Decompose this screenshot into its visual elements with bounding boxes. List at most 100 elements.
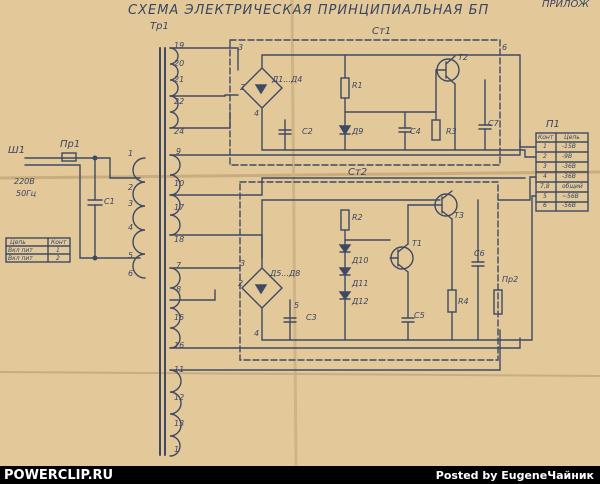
tap-label: 16 xyxy=(174,341,185,350)
tap-label: 9 xyxy=(176,147,182,156)
c4-label: С4 xyxy=(410,127,421,136)
input-table-cell: Вкл пит xyxy=(8,247,33,254)
output-cell: -36В xyxy=(562,163,576,170)
c2-label: С2 xyxy=(302,127,313,136)
schematic-title: СХЕМА ЭЛЕКТРИЧЕСКАЯ ПРИНЦИПИАЛЬНАЯ БП xyxy=(128,3,490,18)
winding-c xyxy=(169,267,181,349)
cap-c1-label: С1 xyxy=(104,197,115,206)
d9-label: Д9 xyxy=(352,127,364,136)
schematic-drawing xyxy=(0,0,600,466)
output-cell: 7,8 xyxy=(540,183,550,190)
input-table-header: Конт xyxy=(51,239,67,246)
output-cell: 5 xyxy=(543,193,547,200)
c5-label: С5 xyxy=(414,311,425,320)
tap-label: 20 xyxy=(174,59,185,68)
fuse-pr1 xyxy=(61,152,77,162)
output-cell: -56В xyxy=(562,202,576,209)
output-cell: 4 xyxy=(543,173,547,180)
pr2-label: Пр2 xyxy=(502,275,519,284)
c7-label: С7 xyxy=(488,119,499,128)
tap-label: 1 xyxy=(128,149,134,158)
paper-fold xyxy=(0,170,600,180)
input-table-cell: Вкл пит xyxy=(8,255,33,262)
output-header: Цепь xyxy=(564,134,580,141)
watermark-bar: POWERCLIP.RU Posted by EugeneЧайник xyxy=(0,466,600,484)
output-cell: -9В xyxy=(562,153,573,160)
corner-label: ПРИЛОЖ xyxy=(542,0,590,10)
tap-label: 2 xyxy=(128,183,134,192)
r1-label: R1 xyxy=(352,81,363,90)
r2 xyxy=(340,209,350,231)
st1-label: Ст1 xyxy=(372,26,392,37)
primary-winding xyxy=(132,157,146,279)
schematic-sheet: СХЕМА ЭЛЕКТРИЧЕСКАЯ ПРИНЦИПИАЛЬНАЯ БП ПР… xyxy=(0,0,600,466)
output-cell: -15В xyxy=(562,143,576,150)
tap-label: 4 xyxy=(128,223,134,232)
tap-label: 3 xyxy=(128,199,134,208)
posted-by-watermark: Posted by EugeneЧайник xyxy=(435,469,594,482)
output-cell: -36В xyxy=(562,173,576,180)
tap-label: 13 xyxy=(174,419,185,428)
t1-label: Т1 xyxy=(412,239,422,248)
tap-label: 22 xyxy=(174,97,185,106)
output-header: Конт xyxy=(538,134,554,141)
tap-label: 19 xyxy=(174,41,185,50)
output-cell: ~56В xyxy=(562,193,579,200)
input-table-cell: 2 xyxy=(56,255,60,262)
st2-label: Ст2 xyxy=(348,167,368,178)
paper-fold xyxy=(290,0,298,466)
d10-label: Д10 xyxy=(352,256,369,265)
r2-label: R2 xyxy=(352,213,363,222)
pin-label: 4 xyxy=(254,109,260,118)
winding-a xyxy=(169,47,179,129)
r1 xyxy=(340,77,350,99)
tap-label: 18 xyxy=(174,235,185,244)
output-cell: 2 xyxy=(543,153,547,160)
output-connector-label: П1 xyxy=(546,119,560,130)
tap-label: 21 xyxy=(174,75,185,84)
pin-label: 3 xyxy=(238,43,244,52)
bridge2-label: Д5...Д8 xyxy=(270,269,301,278)
st2-frame xyxy=(239,181,499,361)
output-cell: общий xyxy=(562,183,583,190)
c6-label: С6 xyxy=(474,249,485,258)
r4-label: R4 xyxy=(458,297,469,306)
fuse-pr1-label: Пр1 xyxy=(60,139,81,150)
pin-label: 2 xyxy=(240,83,246,92)
paper-fold xyxy=(0,371,600,377)
output-cell: 3 xyxy=(543,163,547,170)
tap-label: 11 xyxy=(174,365,185,374)
pin-label: 4 xyxy=(254,329,260,338)
r4 xyxy=(447,289,457,313)
t3-label: Т3 xyxy=(454,211,464,220)
tap-label: 10 xyxy=(174,179,185,188)
pin-label: 5 xyxy=(294,301,300,310)
r3 xyxy=(431,119,441,141)
site-watermark: POWERCLIP.RU xyxy=(4,468,114,483)
tap-label: 24 xyxy=(174,127,185,136)
transformer-label: Тр1 xyxy=(150,21,169,32)
d12-label: Д12 xyxy=(352,297,369,306)
winding-d xyxy=(169,369,182,457)
output-cell: 1 xyxy=(543,143,547,150)
st1-frame xyxy=(229,39,501,166)
r3-label: R3 xyxy=(446,127,457,136)
input-table-header: Цепь xyxy=(10,239,26,246)
tap-label: 7 xyxy=(176,261,182,270)
bridge1-label: Д1...Д4 xyxy=(272,75,303,84)
connector-sh1-label: Ш1 xyxy=(8,145,26,156)
d11-label: Д11 xyxy=(352,279,369,288)
c3-label: С3 xyxy=(306,313,317,322)
tap-label: 8 xyxy=(176,285,182,294)
pin-label: 3 xyxy=(240,259,246,268)
fuse-pr2 xyxy=(493,289,503,315)
pin-label: 6 xyxy=(502,43,508,52)
pin-label: 2 xyxy=(238,279,244,288)
input-table-cell: 1 xyxy=(56,247,60,254)
tap-label: 5 xyxy=(128,251,134,260)
tap-label: 15 xyxy=(174,313,185,322)
tap-label: 1 xyxy=(174,445,180,454)
t2-label: Т2 xyxy=(458,53,468,62)
input-table-box xyxy=(5,237,71,263)
